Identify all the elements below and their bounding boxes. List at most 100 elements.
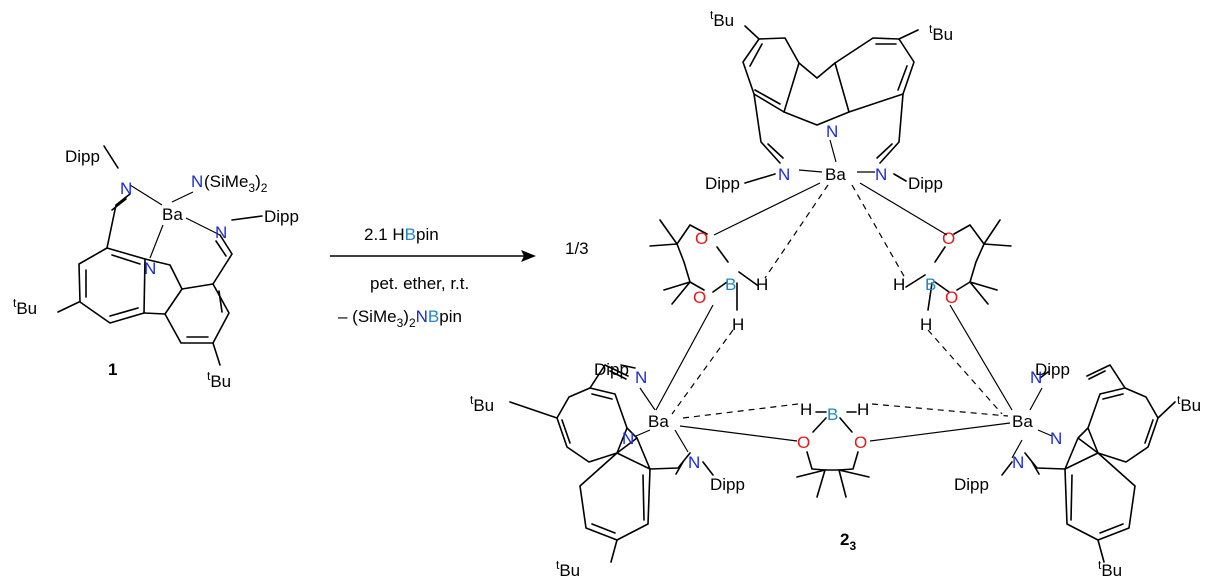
br-dipp-bonds [1001, 371, 1049, 476]
top-dipp-left: Dipp [705, 174, 740, 193]
bl-n-carbazole: N [622, 429, 634, 448]
ur-boron: B [925, 275, 936, 294]
bl-dipp-top: Dipp [594, 360, 629, 379]
top-tbu-bonds [744, 25, 919, 40]
top-n-right: N [875, 165, 887, 184]
product-trimer: tBu tBu N N Ba N Dipp Dipp O O B H H O O [470, 8, 1201, 579]
compound1-tbu-bond-left [57, 301, 80, 313]
ul-hydride-1: H [756, 275, 768, 294]
br-ring-b-inner [1070, 474, 1124, 534]
top-tbu-left: tBu [710, 8, 734, 30]
conditions-label: pet. ether, r.t. [370, 274, 469, 293]
ba-oxygen-contacts [655, 182, 1013, 442]
compound-1: Dipp N Ba N (SiMe3)2 N Dipp N tBu tBu 1 [13, 145, 299, 391]
top-imine-double [767, 143, 893, 159]
top-ba-bonds [798, 139, 875, 173]
ul-o-b-h-bonds [712, 246, 758, 311]
ul-oxygen-1: O [695, 229, 708, 248]
bottom-boron: B [827, 405, 838, 424]
bl-tbu-bonds [509, 401, 618, 563]
reaction-arrow: 2.1 HBpin pet. ether, r.t. – (SiMe3)2NBp… [330, 225, 589, 330]
ul-pinacol-backbone [676, 224, 708, 291]
product-hbpin-upper-left: O O B H H [649, 219, 768, 334]
bl-n-top: N [635, 368, 647, 387]
compound1-n-right: N [215, 223, 227, 242]
compound1-tbu-right: tBu [207, 369, 231, 391]
ul-methyls [649, 219, 691, 305]
br-imine-arms [1024, 364, 1126, 470]
compound1-ba-bonds [129, 184, 221, 259]
compound1-right-ring-inner [186, 290, 223, 338]
compound1-sime3: (SiMe3)2 [204, 172, 268, 195]
compound1-dipp-left: Dipp [65, 147, 100, 166]
br-tbu-bottom: tBu [1098, 558, 1122, 579]
stoichiometry-label: 1/3 [565, 239, 589, 258]
bottom-methyls [796, 469, 870, 498]
br-ba: Ba [1012, 412, 1033, 431]
product-bottom-right-ba-unit: tBu tBu Dipp N Ba N N Dipp [954, 360, 1201, 579]
bl-dipp-bonds [620, 364, 714, 476]
bottom-oxygen-1: O [797, 433, 810, 452]
top-left-ring-inner [749, 43, 781, 105]
compound1-tbu-left: tBu [13, 296, 37, 318]
br-ring-a-inner [1102, 393, 1154, 444]
top-n-left: N [778, 165, 790, 184]
top-imine-arms [753, 93, 904, 164]
bottom-pinacol-backbone [806, 451, 859, 471]
compound1-tbu-bond-right [212, 342, 221, 366]
byproduct-label: – (SiMe3)2NBpin [338, 307, 462, 330]
br-imine-double [1031, 370, 1106, 475]
ur-methyls [969, 219, 1012, 305]
compound1-dipp-bond-right [231, 215, 263, 221]
br-n-carbazole: N [1050, 429, 1062, 448]
top-right-ring-inner [875, 43, 908, 91]
reagent-label: 2.1 HBpin [364, 225, 439, 244]
compound1-right-imine [212, 234, 233, 285]
compound1-right-imine-double [215, 240, 227, 257]
compound1-right-ring [164, 283, 230, 344]
product-bottom-left-ba-unit: tBu tBu Dipp N Ba N N Dipp [470, 360, 745, 579]
compound1-dipp-right: Dipp [264, 207, 299, 226]
bl-imine-double [609, 370, 684, 475]
top-ba: Ba [825, 165, 846, 184]
top-left-ring [742, 37, 800, 113]
bottom-oxygen-2: O [854, 433, 867, 452]
bl-ring-b [579, 452, 651, 541]
bl-imine-arms [589, 364, 691, 470]
bl-ring-a-inner [561, 393, 613, 444]
compound1-dipp-bond-left [103, 145, 119, 169]
ur-oxygen-1: O [942, 229, 955, 248]
compound1-label: 1 [108, 360, 117, 379]
product-hbpin-bottom: O O B H H [796, 400, 870, 498]
compound1-n-left: N [120, 179, 132, 198]
compound1-left-imine-double [111, 198, 127, 211]
br-n-top: N [1030, 368, 1042, 387]
ul-oxygen-2: O [693, 288, 706, 307]
compound1-n-carbazole: N [144, 259, 156, 278]
product-hbpin-upper-right: O O B H H [893, 219, 1012, 334]
br-tbu-right: tBu [1177, 393, 1201, 415]
arrow-head [521, 250, 536, 262]
br-dipp-top: Dipp [1035, 360, 1070, 379]
bl-ba: Ba [648, 412, 669, 431]
br-pyrrole [1064, 427, 1099, 470]
ul-boron: B [725, 275, 736, 294]
top-tbu-right: tBu [929, 22, 953, 44]
compound1-left-ring-inner [85, 254, 141, 317]
br-ring-b [1064, 452, 1136, 541]
bl-dipp-bottom: Dipp [710, 475, 745, 494]
br-n-bottom: N [1012, 453, 1024, 472]
compound1-left-imine [106, 193, 131, 249]
top-n-carbazole: N [826, 122, 838, 141]
br-dipp-bottom: Dipp [954, 475, 989, 494]
top-dipp-bonds [744, 173, 907, 184]
bl-n-bottom: N [688, 453, 700, 472]
top-pyrrole [783, 62, 850, 126]
ur-hydride-2: H [920, 315, 932, 334]
top-dipp-right: Dipp [908, 174, 943, 193]
ur-pinacol-backbone [953, 224, 985, 291]
ur-oxygen-2: O [945, 288, 958, 307]
bl-ba-bonds [635, 387, 689, 453]
product-label: 23 [840, 530, 856, 553]
